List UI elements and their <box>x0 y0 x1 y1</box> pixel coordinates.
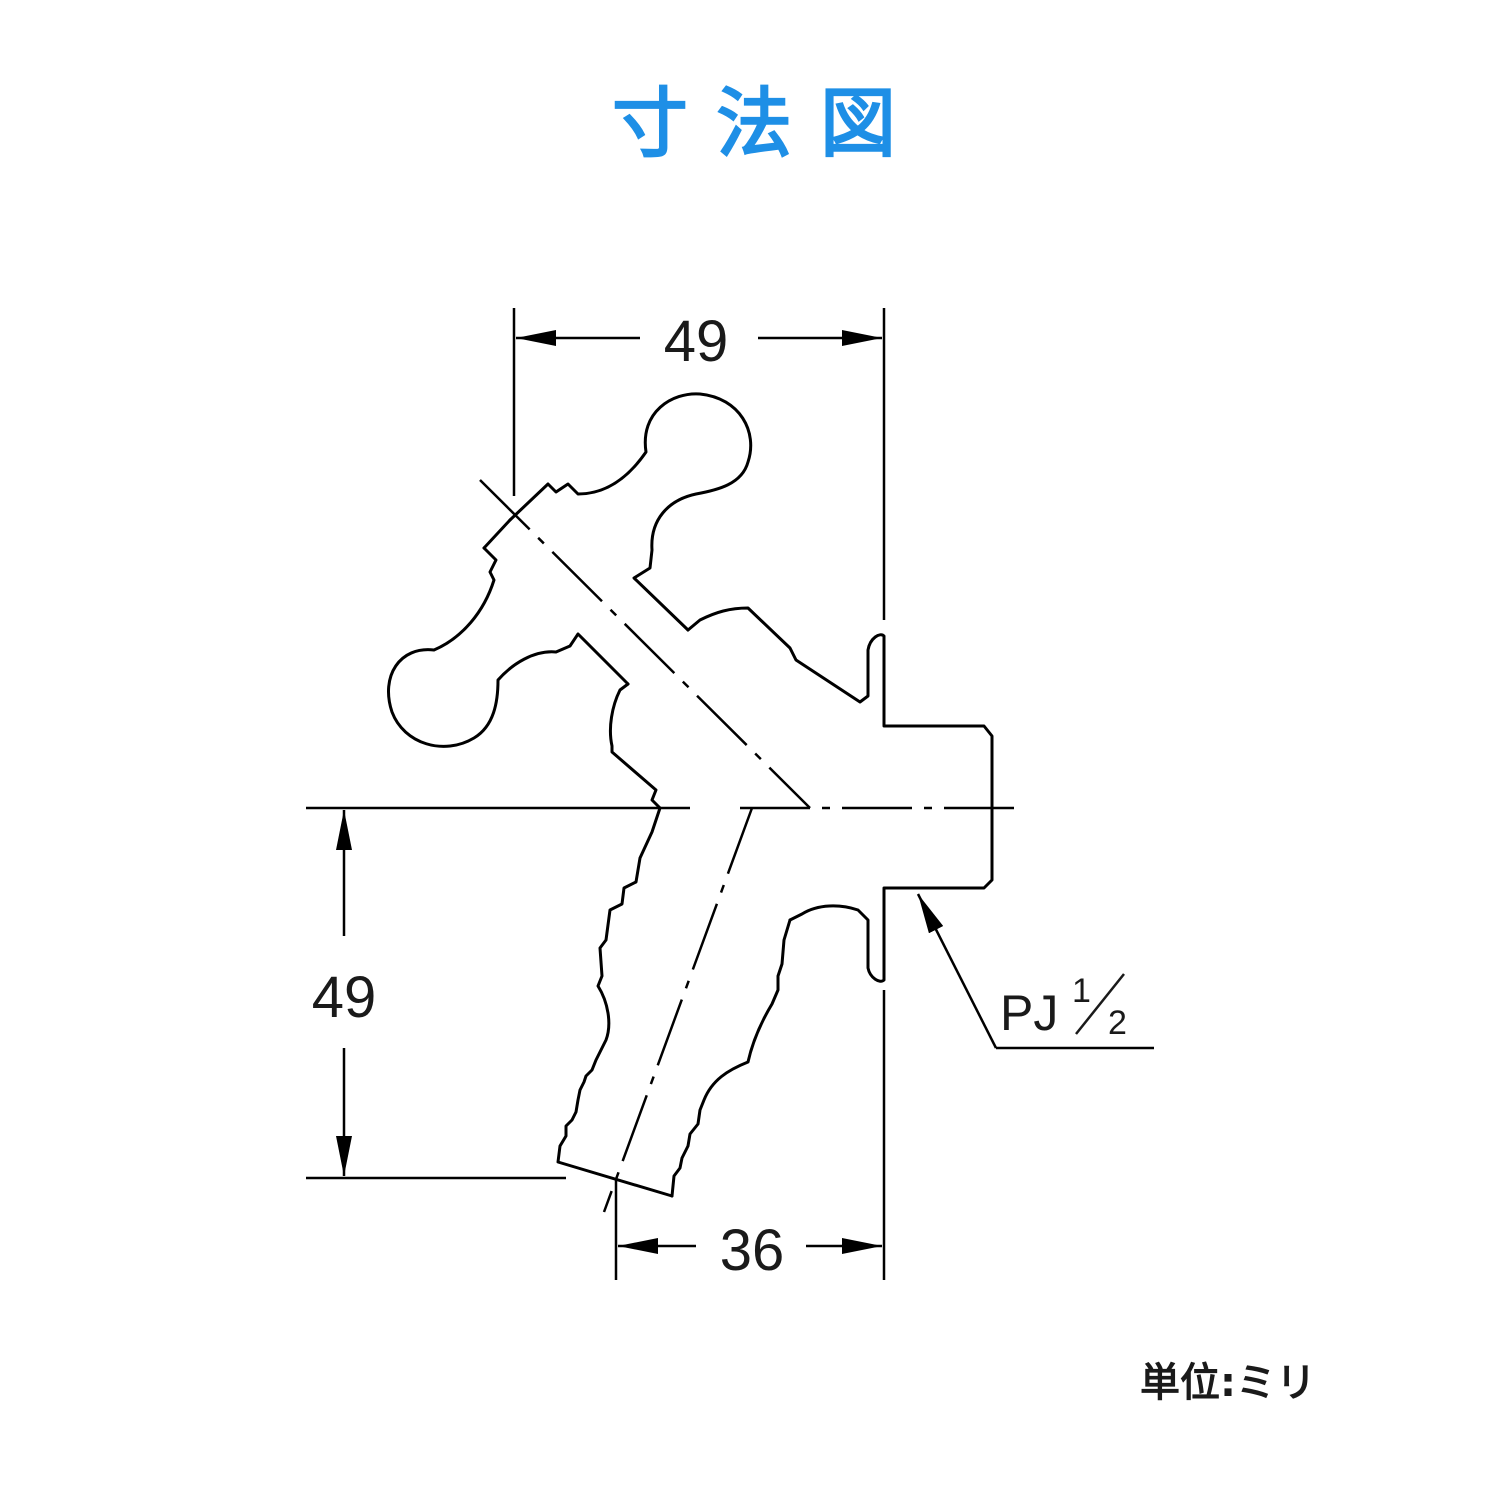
dimension-label-bottom: 36 <box>720 1218 785 1283</box>
dimension-label-top: 49 <box>664 309 729 374</box>
thread-spec-numerator: 1 <box>1072 972 1091 1010</box>
page-title: 寸法図 <box>612 79 924 168</box>
dimension-label-left: 49 <box>312 965 377 1030</box>
thread-spec-main: PJ <box>1000 985 1058 1041</box>
spout-left-outline <box>556 806 674 1198</box>
thread-spec-callout: PJ 1 2 <box>916 893 1154 1050</box>
unit-label: 単位:ミリ <box>1140 1360 1316 1406</box>
body-left-outline <box>608 682 662 810</box>
dimension-bottom-offset: 36 <box>614 990 886 1283</box>
faucet-outline <box>387 392 994 1198</box>
thread-spec-denominator: 2 <box>1108 1004 1127 1042</box>
dimension-left-height: 49 <box>306 806 690 1180</box>
handle-outline <box>387 392 753 748</box>
dimension-top-width: 49 <box>512 308 886 620</box>
center-lines <box>479 479 1014 1213</box>
body-upper-outline <box>686 606 994 983</box>
thread-spec-fraction-bar <box>1075 973 1125 1035</box>
spout-right-outline <box>670 918 792 1198</box>
